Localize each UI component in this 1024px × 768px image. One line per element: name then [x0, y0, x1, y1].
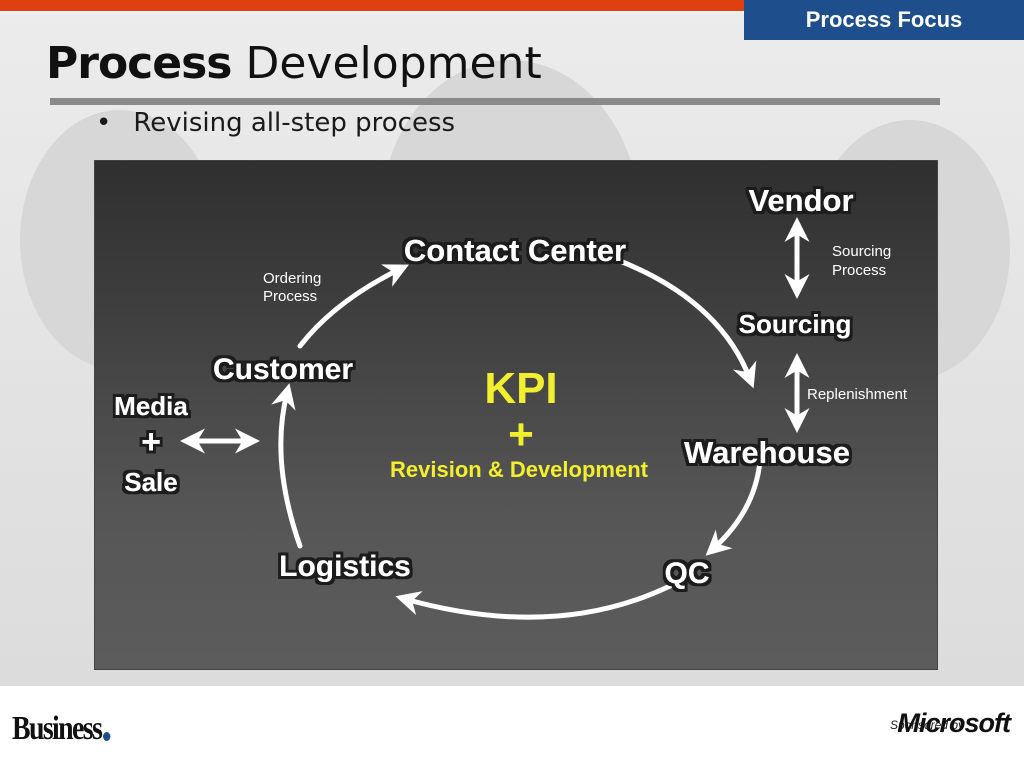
arrow-customer-to-contact: [297, 264, 409, 349]
top-accent-bar: [0, 0, 744, 11]
arrow-warehouse-to-qc: [705, 458, 763, 556]
node-contact-center: Contact Center: [404, 233, 626, 268]
center-plus: +: [508, 410, 534, 459]
slide-title-bold: Process: [46, 38, 232, 89]
label-ordering-1: Ordering: [263, 270, 321, 287]
process-focus-label: Process Focus: [805, 7, 963, 32]
top-accent-line: [0, 11, 744, 13]
business-logo-text: Business: [12, 710, 103, 747]
sponsored-by-text: Sponsored by: [889, 718, 964, 732]
slide-title: Process Development: [46, 38, 542, 89]
node-vendor: Vendor: [748, 183, 853, 218]
bullet-item: • Revising all-step process: [96, 108, 455, 138]
bullet-text: Revising all-step process: [133, 108, 456, 138]
slide-title-regular: Development: [245, 38, 542, 89]
node-warehouse: Warehouse: [684, 435, 850, 470]
arrow-logistics-to-customer: [271, 383, 303, 549]
label-ordering-2: Process: [263, 288, 317, 305]
node-media-plus: +: [141, 423, 161, 461]
node-logistics: Logistics: [279, 550, 411, 583]
process-diagram-svg: Contact Center Customer Warehouse QC Log…: [114, 183, 908, 620]
node-sourcing: Sourcing: [739, 309, 852, 339]
center-revision: Revision & Development: [390, 457, 649, 482]
bullet-marker: •: [96, 108, 112, 138]
label-replenishment: Replenishment: [807, 386, 908, 403]
node-customer: Customer: [213, 353, 353, 386]
arrow-qc-to-logistics: [395, 583, 673, 620]
center-kpi: KPI: [484, 364, 557, 413]
process-focus-tab: Process Focus: [744, 0, 1024, 40]
node-media: Media: [114, 391, 188, 421]
title-divider: [50, 98, 940, 105]
label-sourcing-2: Process: [832, 262, 886, 279]
node-sale: Sale: [124, 467, 178, 497]
arrow-contact-to-warehouse: [617, 258, 757, 389]
footer: [0, 686, 1024, 768]
business-logo: Business: [12, 710, 111, 748]
process-diagram: Contact Center Customer Warehouse QC Log…: [94, 160, 938, 670]
microsoft-logo: Microsoft: [897, 708, 1011, 738]
node-qc: QC: [665, 557, 710, 590]
logo-dot-icon: [102, 732, 111, 741]
label-sourcing-1: Sourcing: [832, 243, 891, 260]
